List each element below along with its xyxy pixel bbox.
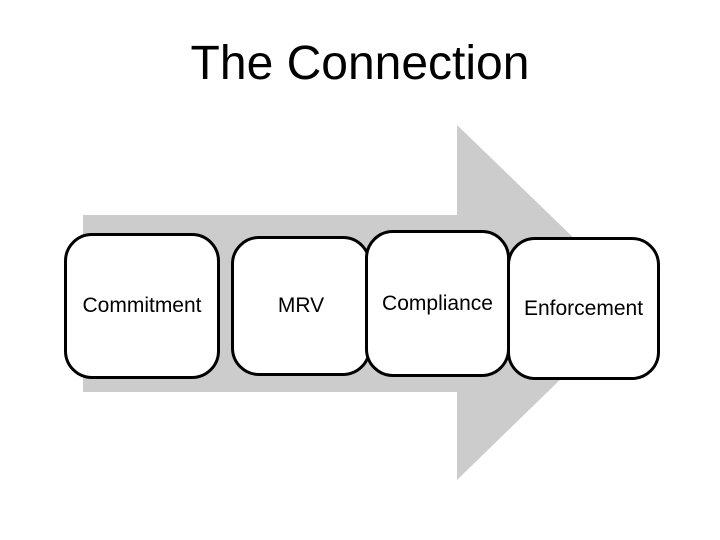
stage-box-commitment: Commitment [64,233,220,379]
slide-title: The Connection [190,37,530,90]
stage-label-mrv: MRV [277,294,325,317]
stage-label-enforcement: Enforcement [523,296,644,320]
stage-box-compliance: Compliance [365,230,510,377]
stage-label-commitment: Commitment [82,294,202,317]
stage-label-compliance: Compliance [382,291,493,315]
stage-box-mrv: MRV [231,236,371,376]
stage-box-enforcement: Enforcement [507,237,660,380]
